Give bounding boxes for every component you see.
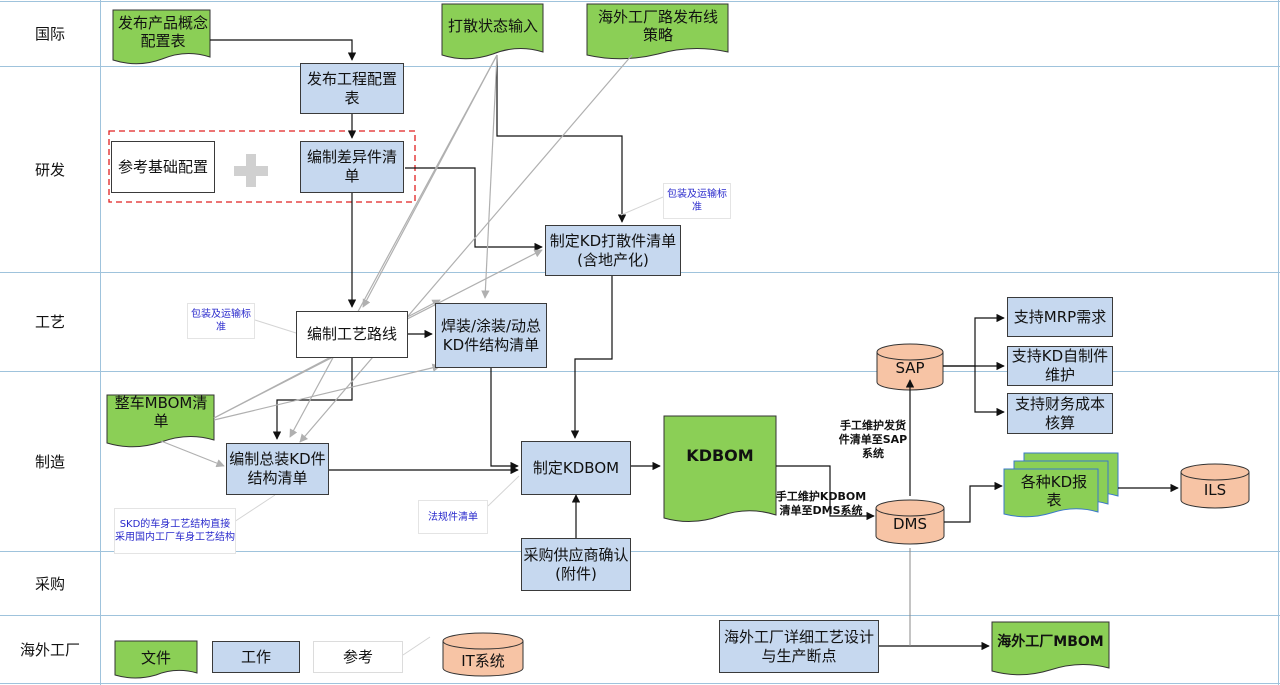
note-skd-body-structure: SKD的车身工艺结构直接采用国内工厂车身工艺结构: [114, 508, 236, 554]
label-manual-to-dms: 手工维护KDBOM清单至DMS系统: [775, 490, 867, 517]
doc-kdbom[interactable]: KDBOM: [686, 445, 754, 465]
lane-label-manufacturing: 制造: [34, 452, 65, 471]
lane-divider: [0, 683, 1280, 684]
lane-right-border: [1278, 0, 1279, 685]
plus-icon: [234, 154, 268, 187]
doc-shape-overseas-routing: [586, 3, 729, 60]
lane-divider: [0, 1, 1280, 2]
legend-it-system: IT系统: [461, 652, 505, 670]
lane-divider: [0, 66, 1280, 67]
ref-base-config[interactable]: 参考基础配置: [111, 141, 215, 193]
doc-overseas-routing-strategy[interactable]: 海外工厂路发布线策略: [597, 8, 718, 44]
annotation-leaders: [233, 196, 664, 656]
task-support-kd-self-made[interactable]: 支持KD自制件维护: [1007, 346, 1113, 386]
doc-publish-concept-config[interactable]: 发布产品概念配置表: [117, 14, 208, 50]
lane-label-procurement: 采购: [34, 574, 65, 593]
doc-vehicle-mbom-list[interactable]: 整车MBOM清单: [114, 394, 208, 430]
cylinder-ils: [1180, 463, 1250, 509]
task-assembly-kd-structure[interactable]: 编制总装KD件结构清单: [226, 443, 329, 495]
doc-kd-reports[interactable]: 各种KD报表: [1020, 473, 1088, 509]
task-support-mrp[interactable]: 支持MRP需求: [1007, 297, 1113, 337]
task-edit-process-routing[interactable]: 编制工艺路线: [296, 311, 408, 358]
task-supplier-confirm[interactable]: 采购供应商确认(附件): [521, 538, 631, 591]
lane-divider: [0, 551, 1280, 552]
doc-shape-scatter-input: [441, 3, 544, 60]
doc-shape-overseas-mbom: [991, 621, 1110, 676]
note-regulation-parts-list: 法规件清单: [418, 500, 488, 534]
system-dms[interactable]: DMS: [892, 515, 927, 533]
system-sap[interactable]: SAP: [895, 359, 925, 377]
flow-connectors: [210, 39, 1179, 651]
task-publish-eng-config[interactable]: 发布工程配置表: [300, 63, 404, 114]
doc-scatter-state-input[interactable]: 打散状态输入: [447, 17, 538, 35]
legend-reference: 参考: [313, 641, 403, 673]
task-edit-diff-parts-list[interactable]: 编制差异件清单: [300, 141, 404, 193]
cylinder-sap: [876, 343, 944, 391]
doc-shape-publish-concept: [112, 9, 211, 65]
doc-shape-vehicle-mbom: [106, 394, 215, 448]
cylinder-dms: [875, 499, 945, 545]
lane-label-overseas: 海外工厂: [19, 640, 80, 659]
label-manual-to-sap: 手工维护发货件清单至SAP系统: [838, 419, 908, 460]
lane-divider: [0, 615, 1280, 616]
lane-label-international: 国际: [34, 25, 65, 43]
note-packaging-standard-top: 包装及运输标准: [663, 183, 731, 219]
cylinder-legend-it: [442, 632, 524, 677]
lane-label-rnd: 研发: [34, 160, 65, 179]
task-make-kdbom[interactable]: 制定KDBOM: [521, 441, 631, 495]
doc-stack-kd-reports: [1003, 452, 1119, 518]
lane-header-divider: [100, 0, 101, 685]
legend-work: 工作: [212, 641, 300, 673]
doc-shape-kdbom: [663, 415, 777, 522]
doc-overseas-mbom[interactable]: 海外工厂MBOM: [997, 634, 1104, 650]
doc-shape-legend-document: [114, 640, 198, 679]
task-kd-scatter-list[interactable]: 制定KD打散件清单(含地产化): [545, 225, 681, 276]
lane-divider: [0, 371, 1280, 372]
task-weld-paint-kd-structure[interactable]: 焊装/涂装/动总KD件结构清单: [435, 303, 547, 368]
legend-document: 文件: [140, 648, 171, 667]
reference-group-dashed-frame: [108, 130, 416, 203]
task-support-finance-cost[interactable]: 支持财务成本核算: [1007, 393, 1113, 434]
lane-label-process: 工艺: [34, 313, 65, 331]
task-overseas-detailed-design[interactable]: 海外工厂详细工艺设计与生产断点: [719, 620, 879, 673]
note-packaging-standard-process: 包装及运输标准: [187, 303, 255, 339]
system-ils[interactable]: ILS: [1203, 481, 1227, 499]
